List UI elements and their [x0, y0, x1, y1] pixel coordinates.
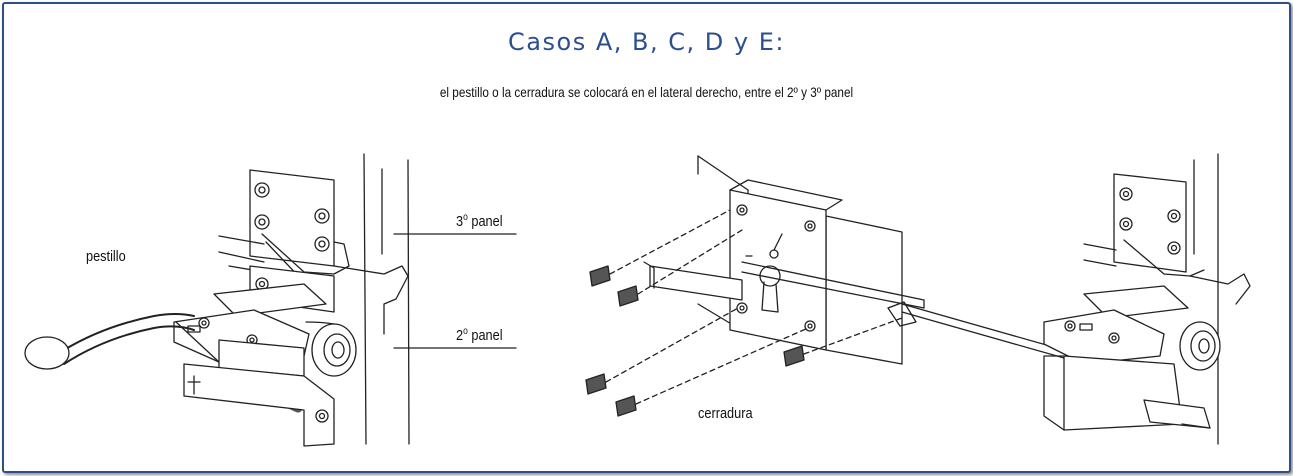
label-3rd-panel-text: panel — [467, 213, 503, 230]
screws — [585, 209, 903, 417]
label-pestillo: pestillo — [86, 248, 126, 265]
label-3rd-panel-ordinal: o — [463, 212, 468, 223]
label-cerradura: cerradura — [698, 405, 753, 422]
hardware-drawing — [24, 153, 1251, 447]
mounted-lock-illustration — [1043, 153, 1251, 445]
label-3rd-panel-number: 3 — [456, 213, 464, 230]
figure-title: Casos A, B, C, D y E: — [508, 28, 785, 56]
label-2nd-panel-number: 2 — [456, 327, 464, 344]
lock-illustration — [585, 155, 1065, 417]
label-3rd-panel: 3o panel — [456, 212, 503, 230]
figure-subtitle: el pestillo o la cerradura se colocará e… — [439, 84, 854, 100]
label-2nd-panel-ordinal: o — [463, 326, 468, 337]
label-2nd-panel: 2o panel — [456, 326, 503, 344]
label-2nd-panel-text: panel — [467, 327, 503, 344]
latch-illustration — [24, 153, 410, 447]
